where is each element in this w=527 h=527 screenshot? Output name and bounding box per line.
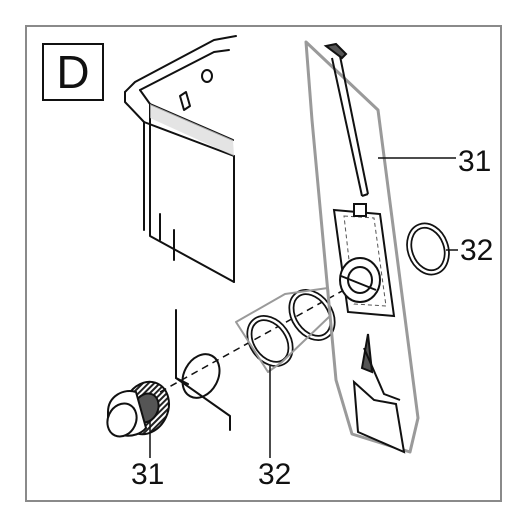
tank-housing bbox=[124, 35, 237, 431]
panel-letter-tag: D bbox=[42, 43, 104, 101]
tank-corner-shading bbox=[150, 104, 234, 156]
callout-32-seal-pair: 32 bbox=[258, 458, 292, 491]
callout-32-seal-right: 32 bbox=[460, 234, 494, 267]
float-switch-body bbox=[332, 203, 396, 318]
wall-seal-ring-left bbox=[181, 353, 221, 399]
leader-lines bbox=[149, 157, 458, 458]
connector-nut-left bbox=[106, 380, 170, 438]
callout-31-connector-nut: 31 bbox=[131, 458, 165, 491]
seal-ring-pair bbox=[235, 287, 336, 373]
figure-frame bbox=[25, 25, 502, 502]
float-rod bbox=[323, 42, 369, 197]
seal-ring-right bbox=[406, 222, 450, 276]
float-paddle bbox=[352, 333, 406, 454]
callout-31-float-switch: 31 bbox=[458, 145, 492, 178]
